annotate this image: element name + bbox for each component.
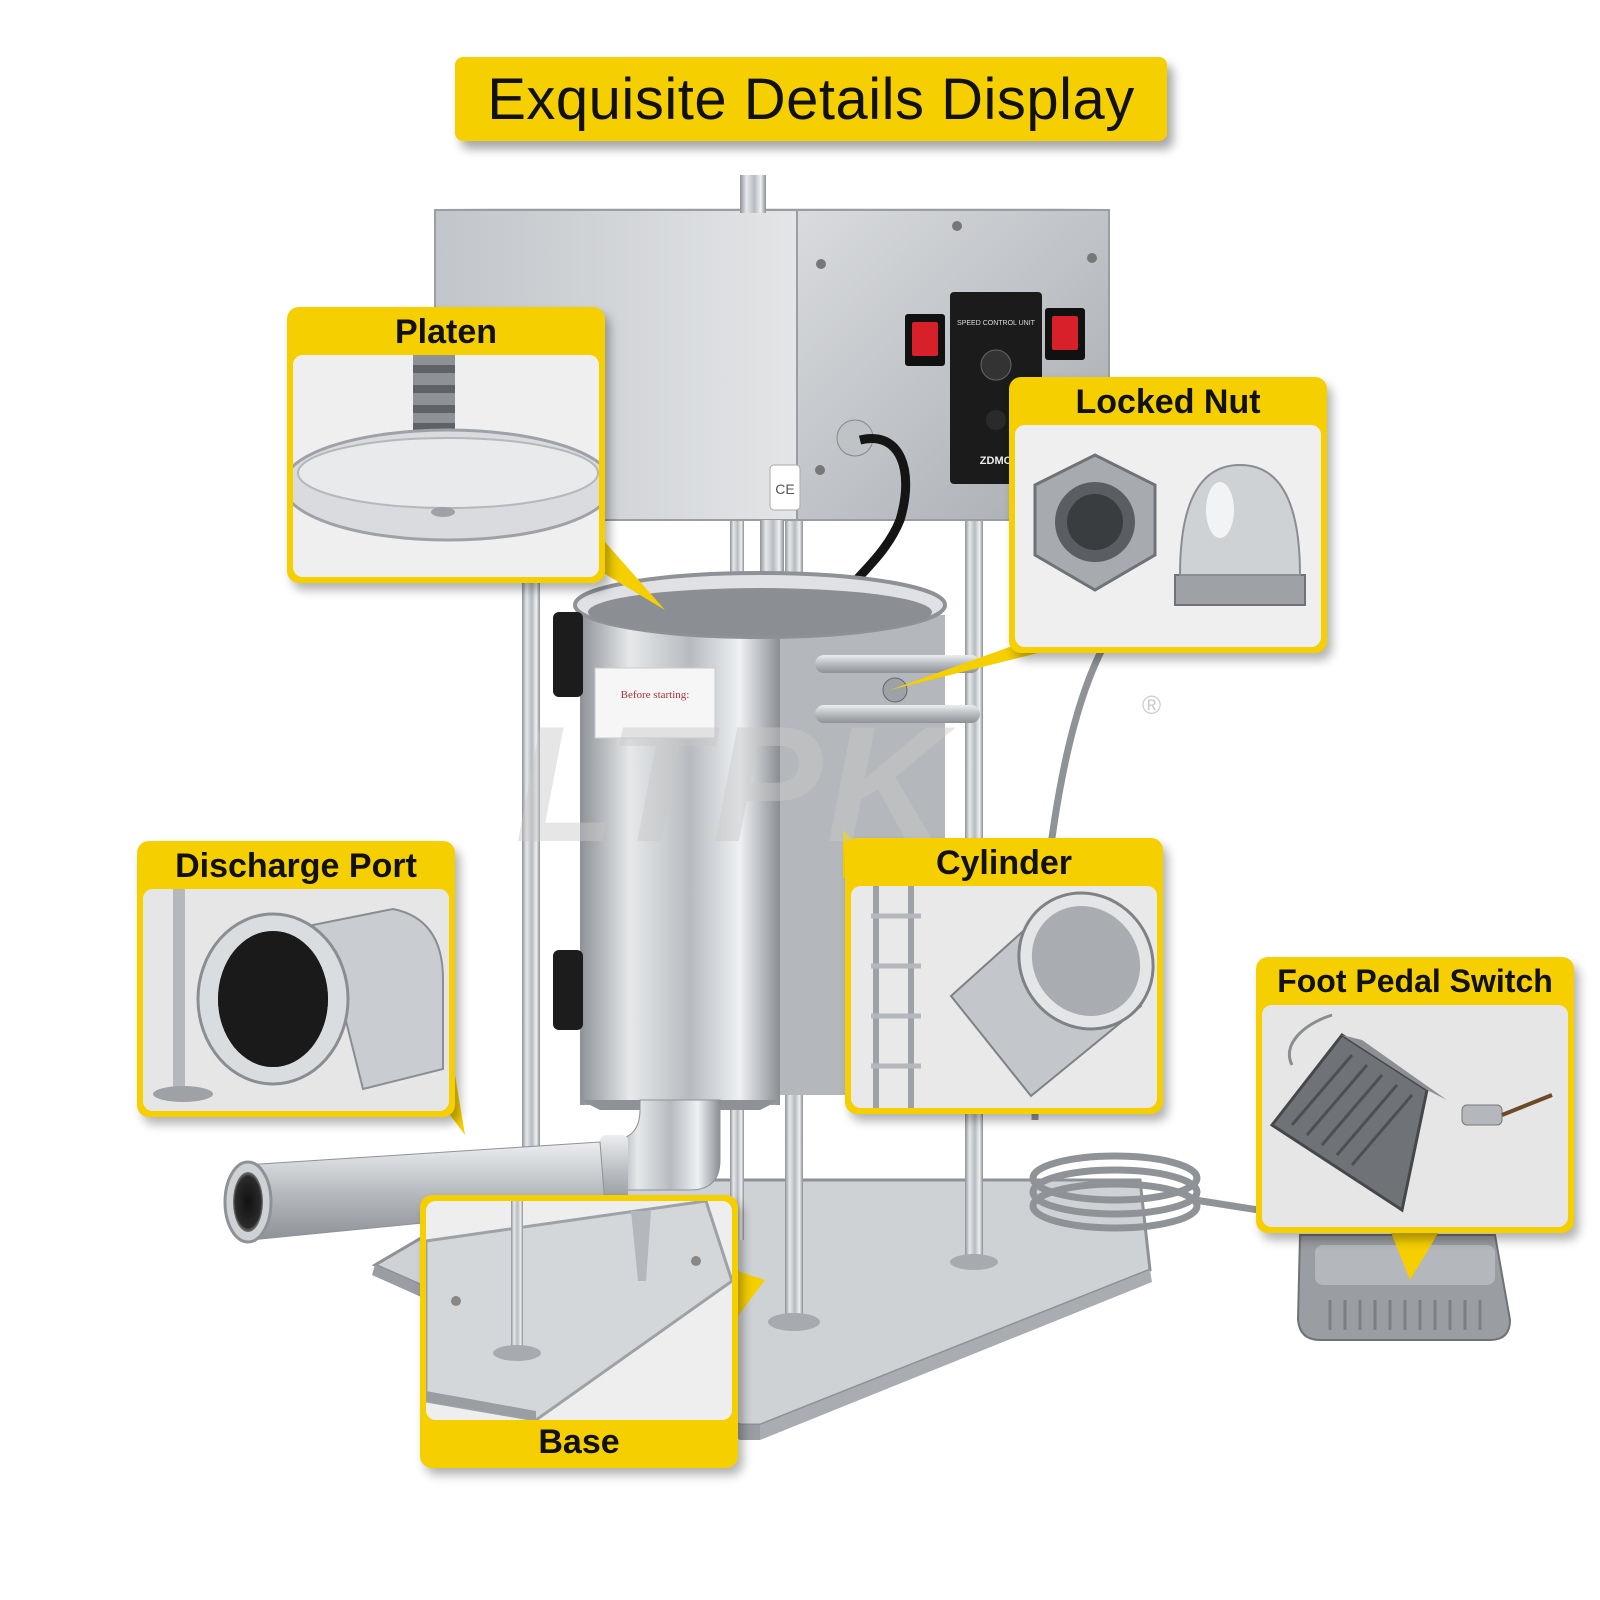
callout-label: Base <box>538 1423 620 1461</box>
locked-nut-on-machine <box>882 677 908 703</box>
platen-photo <box>293 355 599 577</box>
base-photo <box>426 1201 732 1420</box>
callout-label: Platen <box>394 313 498 351</box>
page-title: Exquisite Details Display <box>487 66 1135 132</box>
coiled-cable <box>1029 1152 1201 1232</box>
discharge-port-photo <box>143 889 449 1111</box>
foot-pedal-pointer <box>1390 1230 1440 1280</box>
callout-label: Foot Pedal Switch <box>1277 963 1553 999</box>
platen-pointer <box>590 525 665 610</box>
brand-plate-text: ZDMO <box>980 455 1013 467</box>
cylinder-photo <box>851 886 1157 1108</box>
callout-platen: Platen <box>287 307 605 583</box>
callout-base: Base <box>420 1195 738 1468</box>
callout-label: Discharge Port <box>175 847 417 885</box>
base-pointer <box>735 1270 765 1320</box>
ce-mark: CE <box>775 481 794 497</box>
callout-cylinder: Cylinder <box>845 838 1163 1114</box>
foot-pedal-photo <box>1262 1005 1568 1227</box>
speed-control-label: SPEED CONTROL UNIT <box>957 320 1036 327</box>
title-banner: Exquisite Details Display <box>455 57 1167 141</box>
callout-locked-nut: Locked Nut <box>1009 377 1327 653</box>
locked-nut-pointer <box>890 645 1070 690</box>
registered-mark: ® <box>1142 690 1162 720</box>
discharge-elbow <box>609 1099 721 1191</box>
callout-label: Locked Nut <box>1075 383 1261 421</box>
support-rod <box>522 560 540 1220</box>
locked-nut-photo <box>1015 425 1321 647</box>
warning-sticker: Before starting: <box>621 689 690 701</box>
callout-foot-pedal-switch: Foot Pedal Switch <box>1256 957 1574 1233</box>
callout-discharge-port: Discharge Port <box>137 841 455 1117</box>
callout-label: Cylinder <box>935 844 1073 882</box>
